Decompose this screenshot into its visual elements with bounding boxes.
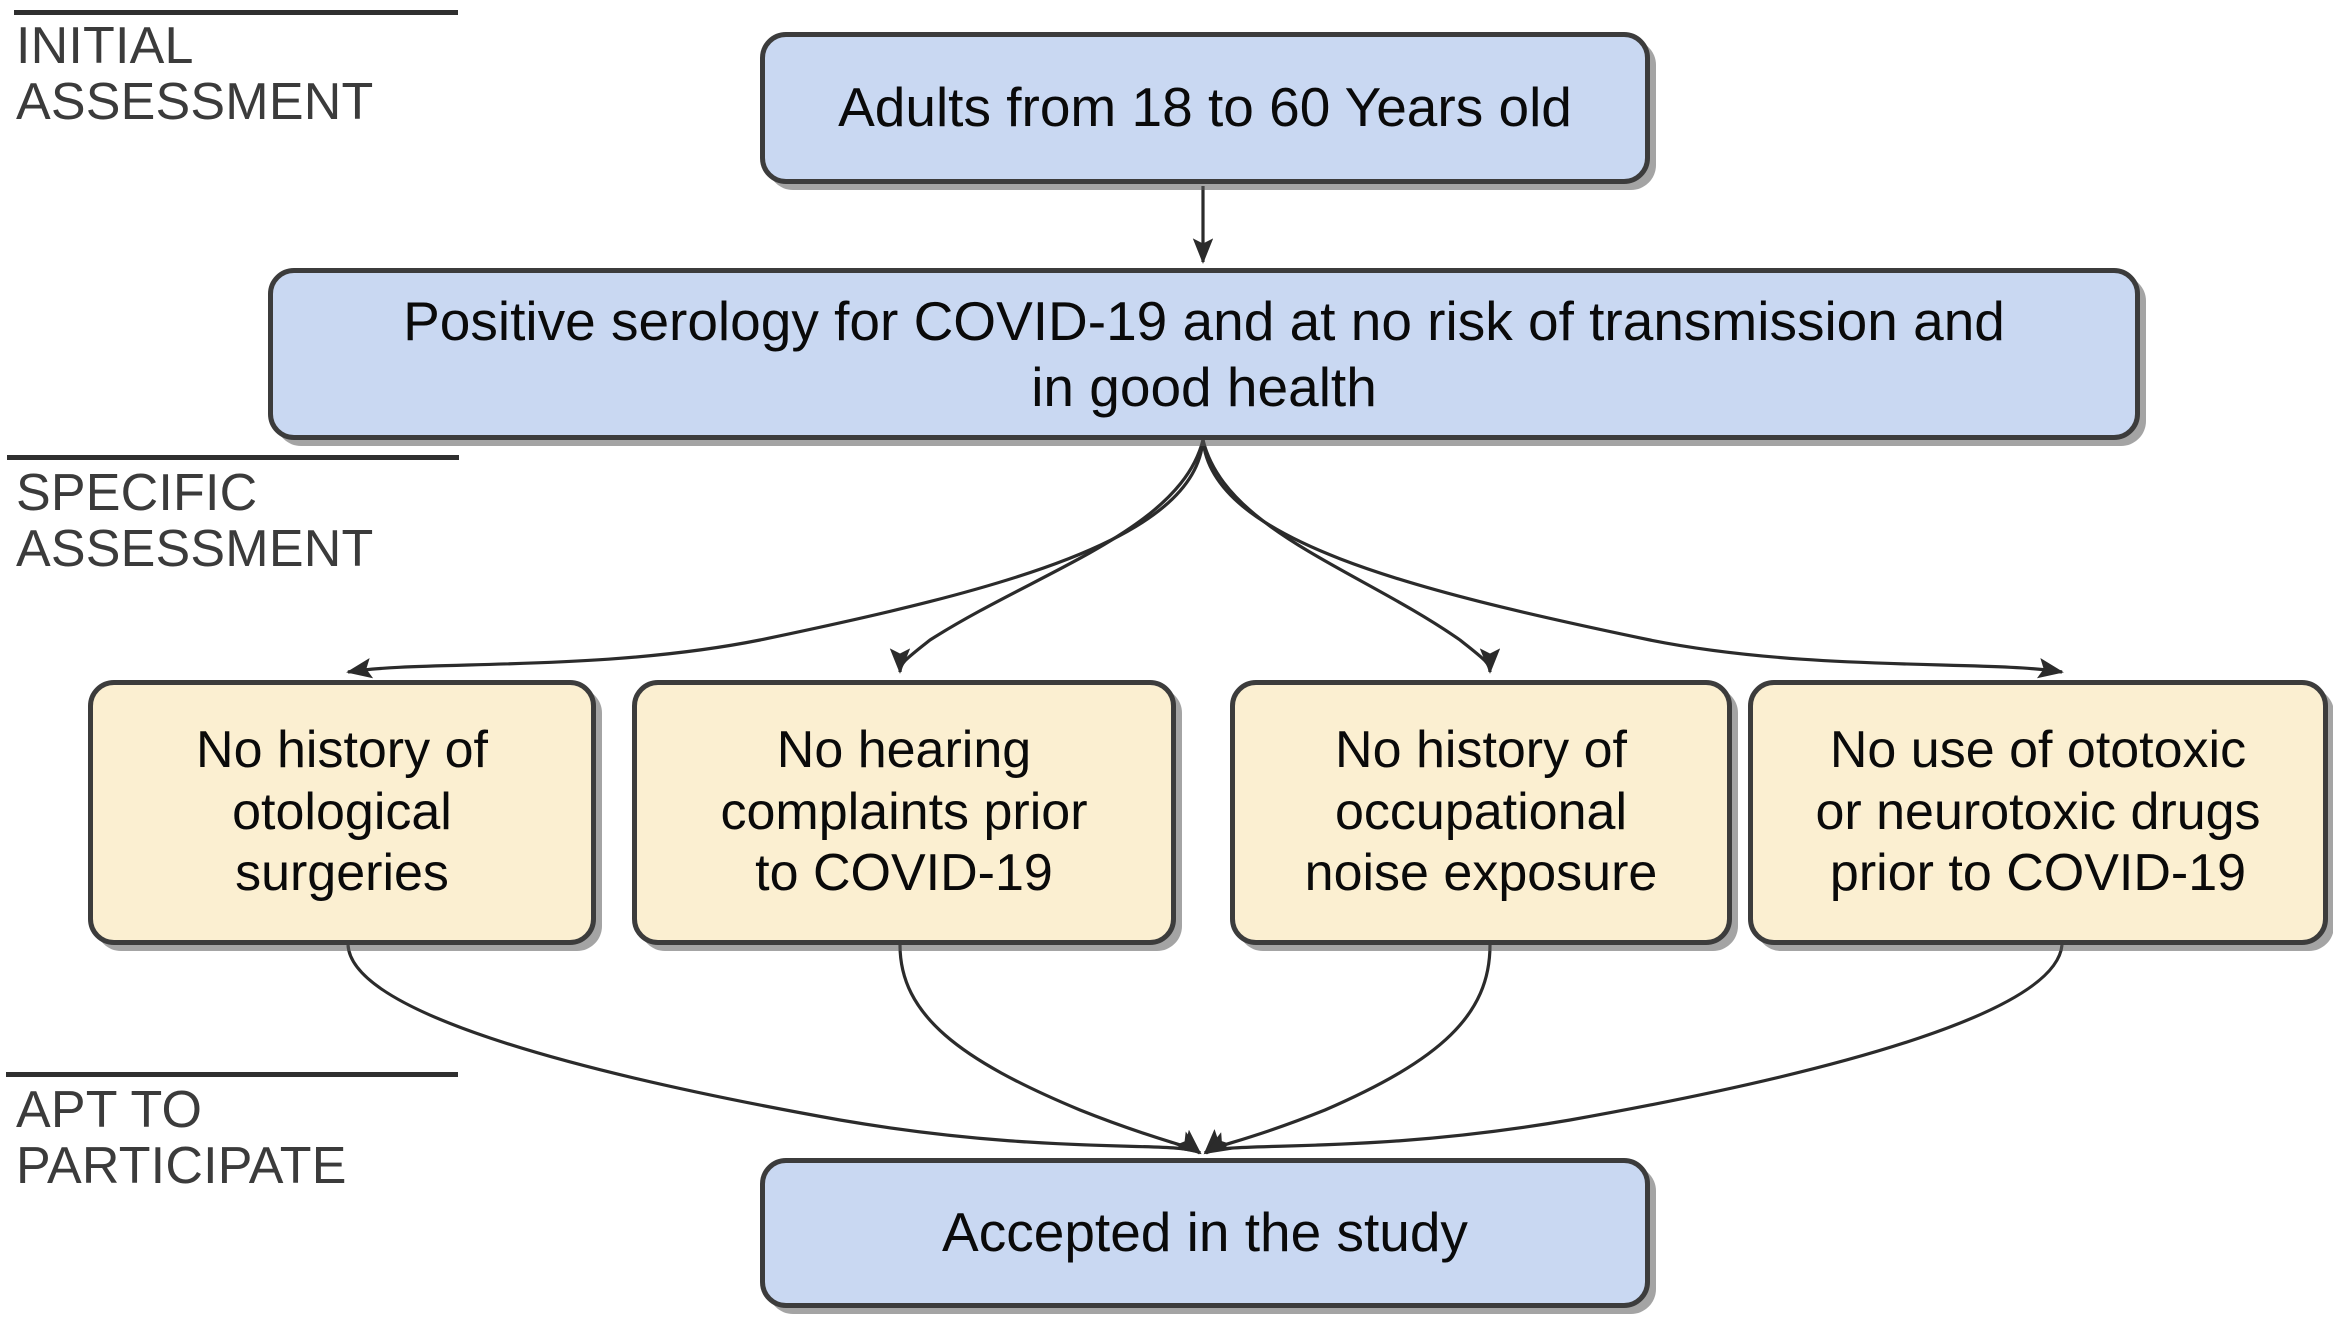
phase-label-participate: APT TO PARTICIPATE [16,1081,347,1196]
node-adults-label: Adults from 18 to 60 Years old [838,76,1572,139]
node-criterion-2-label: No hearing complaints prior to COVID-19 [720,721,1088,903]
node-criterion-4-label: No use of ototoxic or neurotoxic drugs p… [1815,721,2261,903]
phase-label-specific: SPECIFIC ASSESSMENT [16,464,374,579]
node-criterion-3[interactable]: No history of occupational noise exposur… [1230,680,1732,945]
edge-serology-to-c4 [1201,439,2064,679]
node-accepted-label: Accepted in the study [942,1201,1468,1264]
phase-rule-initial [14,10,458,15]
edge-c3-to-accepted [1203,944,1492,1155]
phase-label-initial: INITIAL ASSESSMENT [16,17,374,132]
edge-serology-to-c2 [889,439,1205,674]
edge-c4-to-accepted [1204,944,2064,1155]
node-criterion-2[interactable]: No hearing complaints prior to COVID-19 [632,680,1176,945]
node-serology[interactable]: Positive serology for COVID-19 and at no… [268,268,2140,440]
phase-rule-participate [6,1072,458,1077]
node-criterion-1[interactable]: No history of otological surgeries [88,680,596,945]
node-criterion-4[interactable]: No use of ototoxic or neurotoxic drugs p… [1748,680,2328,945]
node-serology-label: Positive serology for COVID-19 and at no… [403,290,2005,418]
node-criterion-3-label: No history of occupational noise exposur… [1304,721,1658,903]
phase-rule-specific [7,455,459,460]
node-accepted[interactable]: Accepted in the study [760,1158,1650,1308]
edge-serology-to-c3 [1201,439,1501,674]
node-criterion-1-label: No history of otological surgeries [196,721,488,903]
node-adults[interactable]: Adults from 18 to 60 Years old [760,32,1650,184]
edge-c1-to-accepted [346,944,1202,1155]
edge-c2-to-accepted [898,944,1202,1155]
edge-serology-to-c1 [346,439,1205,679]
